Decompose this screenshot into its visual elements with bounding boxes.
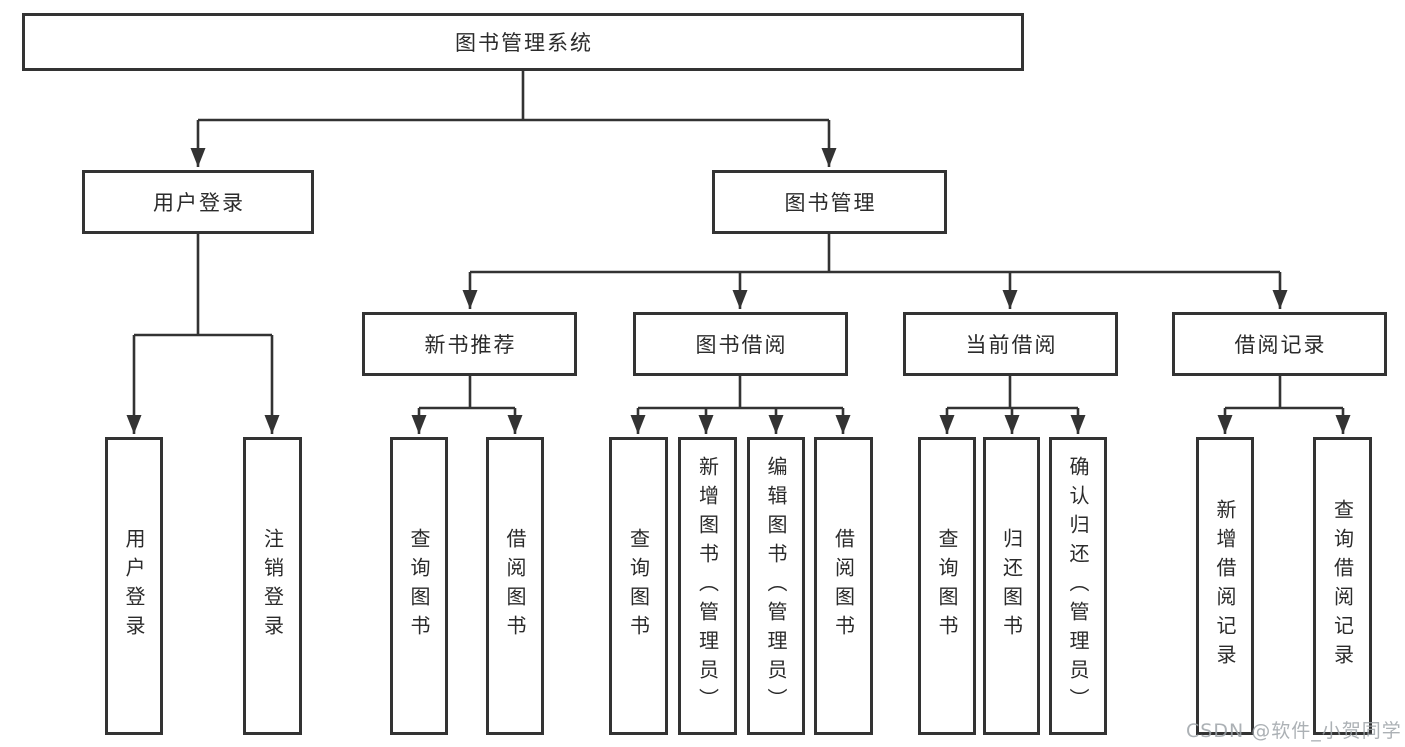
node-book-management: 图书管理 <box>712 170 947 234</box>
node-label: 图书管理 <box>784 191 877 215</box>
node-label: 查询图书 <box>935 528 959 644</box>
node-label: 用户登录 <box>153 191 245 215</box>
node-add-book-admin: 新增图书（管理员） <box>678 437 737 735</box>
node-current-borrow: 当前借阅 <box>903 312 1118 376</box>
node-label: 新书推荐 <box>424 333 517 357</box>
node-book-borrow: 图书借阅 <box>633 312 848 376</box>
connector-book-borrow-trunk <box>638 376 843 410</box>
node-new-book-recommend: 新书推荐 <box>362 312 577 376</box>
node-label: 图书借阅 <box>695 333 788 357</box>
node-library-system: 图书管理系统 <box>22 13 1024 71</box>
csdn-watermark: CSDN @软件_小贺同学 <box>1186 720 1402 742</box>
node-borrow-books-recommend: 借阅图书 <box>486 437 544 735</box>
connector-user-login-trunk <box>134 234 272 337</box>
node-borrow-records: 借阅记录 <box>1172 312 1387 376</box>
connector-book-management-trunk <box>470 234 1280 274</box>
node-label: 借阅记录 <box>1234 333 1327 357</box>
node-label: 查询借阅记录 <box>1330 499 1355 673</box>
node-label: 确认归还（管理员） <box>1066 455 1090 717</box>
node-label: 归还图书 <box>999 528 1024 644</box>
node-user-login: 用户登录 <box>82 170 314 234</box>
node-query-books-recommend: 查询图书 <box>390 437 448 735</box>
node-query-books-current: 查询图书 <box>918 437 976 735</box>
node-label: 查询图书 <box>626 528 651 644</box>
node-edit-book-admin: 编辑图书（管理员） <box>747 437 805 735</box>
node-label: 当前借阅 <box>965 333 1058 357</box>
node-logout-leaf: 注销登录 <box>243 437 302 735</box>
node-query-borrow-record: 查询借阅记录 <box>1313 437 1372 735</box>
node-label: 查询图书 <box>407 528 431 644</box>
node-label: 新增图书（管理员） <box>695 455 720 717</box>
connector-new-book-trunk <box>419 376 515 410</box>
connector-current-borrow-trunk <box>947 376 1078 410</box>
node-borrow-books-borrow: 借阅图书 <box>814 437 873 735</box>
node-return-book: 归还图书 <box>983 437 1040 735</box>
node-add-borrow-record: 新增借阅记录 <box>1196 437 1254 735</box>
node-label: 新增借阅记录 <box>1213 499 1237 673</box>
connector-root-trunk <box>198 71 829 122</box>
node-user-login-leaf: 用户登录 <box>105 437 163 735</box>
node-label: 编辑图书（管理员） <box>764 455 788 717</box>
node-query-books-borrow: 查询图书 <box>609 437 668 735</box>
node-label: 借阅图书 <box>503 528 527 644</box>
connector-borrow-records-trunk <box>1225 376 1343 410</box>
node-confirm-return-admin: 确认归还（管理员） <box>1049 437 1107 735</box>
node-label: 借阅图书 <box>831 528 856 644</box>
node-label: 图书管理系统 <box>455 31 593 55</box>
node-label: 注销登录 <box>260 528 285 644</box>
node-label: 用户登录 <box>122 528 146 644</box>
